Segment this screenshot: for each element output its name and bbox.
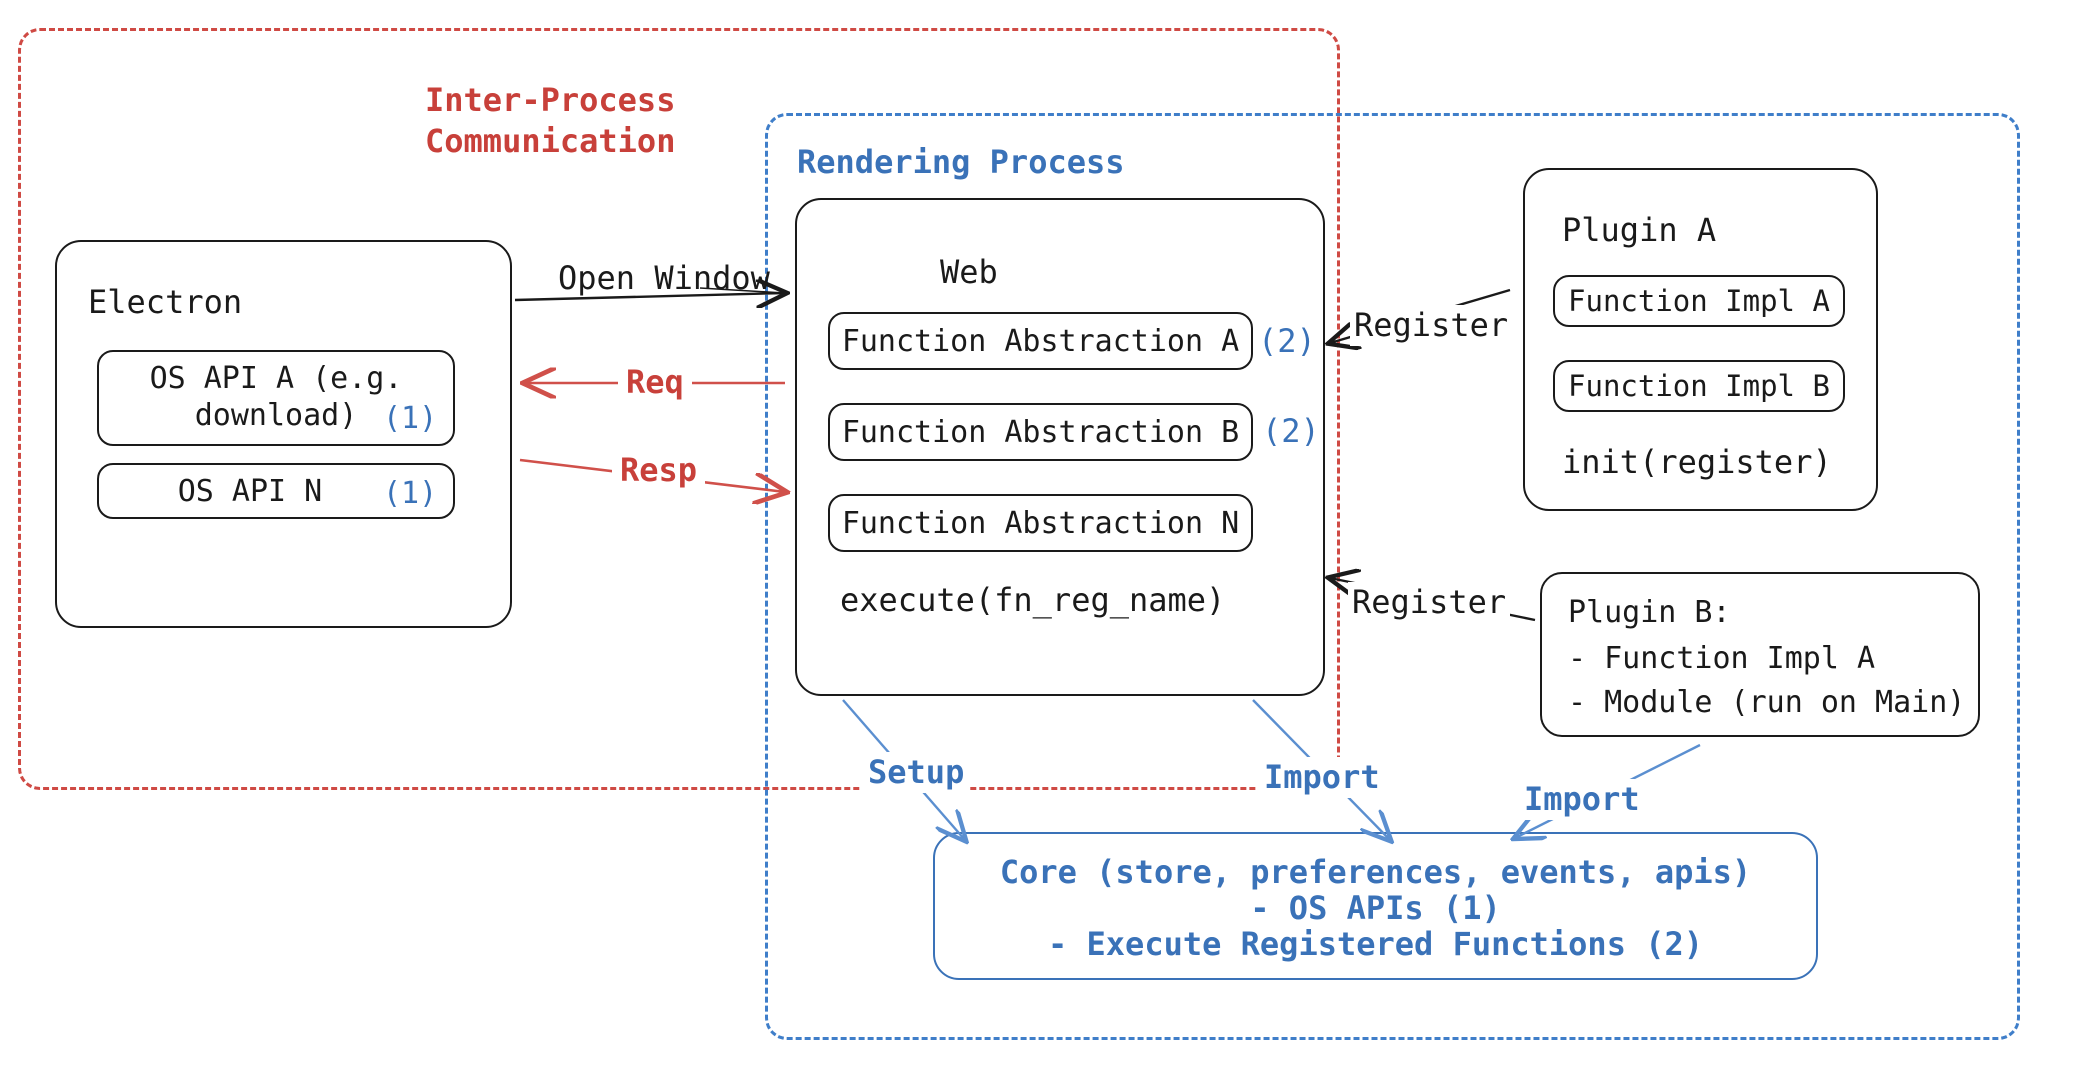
edge-label-setup: Setup: [862, 752, 971, 793]
function-abstraction-a-label: Function Abstraction A: [841, 323, 1240, 359]
plugin-a-title: Plugin A: [1562, 211, 1717, 249]
electron-title: Electron: [88, 283, 243, 321]
core-line-main: Core (store, preferences, events, apis): [999, 853, 1752, 891]
core-line-execute-registered: - Execute Registered Functions (2): [1047, 925, 1704, 963]
region-rendering-process: [765, 113, 2020, 1040]
plugin-a-init-label: init(register): [1562, 443, 1832, 481]
region-label-ipc: Inter-Process Communication: [425, 81, 676, 160]
function-impl-a-box[interactable]: Function Impl A: [1553, 275, 1845, 327]
edge-label-import-web: Import: [1258, 757, 1386, 798]
core-line-os-apis: - OS APIs (1): [1250, 889, 1501, 927]
function-abstraction-n-label: Function Abstraction N: [841, 505, 1240, 541]
edge-label-resp: Resp: [612, 450, 706, 491]
function-impl-a-label: Function Impl A: [1568, 284, 1830, 318]
region-label-rendering-process: Rendering Process: [797, 143, 1125, 181]
os-api-a-label: OS API A (e.g. download): [149, 361, 403, 433]
edge-label-req: Req: [618, 362, 692, 403]
function-abstraction-b-label: Function Abstraction B: [841, 414, 1240, 450]
plugin-b-title: Plugin B:: [1568, 595, 1731, 630]
edge-label-open-window: Open Window: [558, 259, 770, 297]
plugin-b-item-function-impl-a: - Function Impl A: [1568, 641, 1876, 676]
web-title: Web: [940, 253, 998, 291]
function-abstraction-b-box[interactable]: Function Abstraction B: [828, 403, 1253, 461]
function-abstraction-n-box[interactable]: Function Abstraction N: [828, 494, 1253, 552]
function-abstraction-a-box[interactable]: Function Abstraction A: [828, 312, 1253, 370]
edge-label-register-plugin-b: Register: [1348, 582, 1511, 623]
edge-label-register-plugin-a: Register: [1350, 305, 1513, 346]
plugin-a-box: [1523, 168, 1878, 511]
os-api-n-marker: (1): [383, 476, 438, 511]
plugin-b-box: [1540, 572, 1980, 737]
function-impl-b-box[interactable]: Function Impl B: [1553, 360, 1845, 412]
web-execute-label: execute(fn_reg_name): [840, 581, 1226, 619]
function-abstraction-a-marker: (2): [1258, 322, 1316, 360]
core-box: [933, 832, 1818, 980]
os-api-a-box[interactable]: OS API A (e.g. download): [97, 350, 455, 446]
function-abstraction-b-marker: (2): [1262, 412, 1320, 450]
os-api-n-box[interactable]: OS API N: [97, 463, 455, 519]
os-api-a-marker: (1): [383, 401, 438, 436]
plugin-b-item-module: - Module (run on Main): [1568, 685, 1966, 720]
function-impl-b-label: Function Impl B: [1568, 369, 1830, 403]
os-api-n-label: OS API N: [177, 473, 323, 509]
region-inter-process-communication: [18, 28, 1340, 790]
edge-label-import-plugin-b: Import: [1518, 779, 1646, 820]
